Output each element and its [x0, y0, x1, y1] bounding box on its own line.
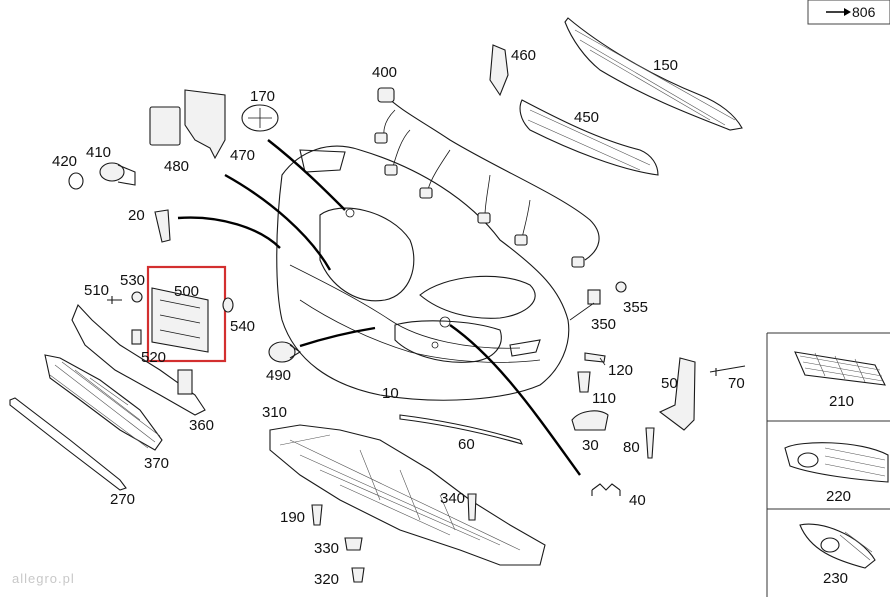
- bolt-190[interactable]: [311, 504, 323, 526]
- leader-arrow-170: [267, 139, 346, 211]
- highlight-box: [146, 265, 227, 363]
- variant-panel: [766, 332, 890, 597]
- bracket-20[interactable]: [154, 209, 171, 243]
- upper-grille-strip[interactable]: [564, 17, 743, 131]
- bolt-70[interactable]: [709, 365, 746, 376]
- part-label-270: 270: [110, 491, 135, 508]
- bracket-50[interactable]: [658, 357, 696, 431]
- part-label-470: 470: [230, 147, 255, 164]
- part-label-370: 370: [144, 455, 169, 472]
- part-label-30: 30: [582, 437, 599, 454]
- underbody-panel[interactable]: [269, 424, 546, 566]
- lower-crossmember[interactable]: [71, 303, 206, 416]
- part-label-20: 20: [128, 207, 145, 224]
- variant-210[interactable]: [794, 351, 886, 386]
- part-label-10: 10: [382, 385, 399, 402]
- chrome-trim-strip[interactable]: [519, 99, 659, 176]
- part-label-230: 230: [823, 570, 848, 587]
- screw-320[interactable]: [351, 567, 365, 583]
- side-bracket-460[interactable]: [489, 44, 509, 97]
- spring-clip-40[interactable]: [591, 483, 621, 496]
- bolt-120[interactable]: [584, 352, 606, 363]
- reference-arrow-icon: [844, 8, 851, 16]
- part-label-400: 400: [372, 64, 397, 81]
- emblem[interactable]: [241, 104, 279, 132]
- part-label-355: 355: [623, 299, 648, 316]
- part-label-500: 500: [174, 283, 199, 300]
- cap-30[interactable]: [571, 410, 609, 431]
- part-label-340: 340: [440, 490, 465, 507]
- part-label-70: 70: [728, 375, 745, 392]
- leader-arrow-470: [224, 173, 332, 271]
- leader-line-120: [599, 357, 606, 366]
- strip-60[interactable]: [399, 414, 524, 445]
- variant-230[interactable]: [799, 523, 876, 569]
- watermark: allegro.pl: [12, 571, 75, 586]
- leader-arrow-40: [449, 324, 581, 476]
- part-label-190: 190: [280, 509, 305, 526]
- part-label-350: 350: [591, 316, 616, 333]
- license-plate-bracket[interactable]: [151, 287, 209, 353]
- clip-350[interactable]: [587, 289, 601, 305]
- clip-540[interactable]: [222, 297, 234, 313]
- reference-label: 806: [852, 4, 876, 20]
- part-label-60: 60: [458, 436, 475, 453]
- leader-line-350: [569, 302, 595, 321]
- nut-355[interactable]: [615, 281, 627, 293]
- part-label-150: 150: [653, 57, 678, 74]
- part-label-490: 490: [266, 367, 291, 384]
- leader-arrow-490: [299, 326, 376, 348]
- part-label-80: 80: [623, 439, 640, 456]
- screw-510[interactable]: [107, 296, 122, 304]
- trim-strip[interactable]: [9, 397, 127, 491]
- variant-220[interactable]: [784, 442, 889, 483]
- bumper-cover[interactable]: [276, 145, 570, 401]
- part-label-40: 40: [629, 492, 646, 509]
- part-label-510: 510: [84, 282, 109, 299]
- part-label-210: 210: [829, 393, 854, 410]
- part-label-120: 120: [608, 362, 633, 379]
- part-label-320: 320: [314, 571, 339, 588]
- fastener-110[interactable]: [577, 371, 591, 393]
- bolt-340[interactable]: [467, 493, 477, 521]
- clip-530[interactable]: [131, 291, 143, 303]
- parking-sensor[interactable]: [99, 162, 136, 186]
- part-label-520: 520: [141, 349, 166, 366]
- sensor-ring[interactable]: [68, 172, 84, 190]
- reference-box[interactable]: 806: [807, 0, 890, 25]
- part-label-50: 50: [661, 375, 678, 392]
- part-label-330: 330: [314, 540, 339, 557]
- wiring-harness[interactable]: [374, 87, 600, 268]
- part-label-420: 420: [52, 153, 77, 170]
- part-label-360: 360: [189, 417, 214, 434]
- part-label-310: 310: [262, 404, 287, 421]
- pin-80[interactable]: [645, 427, 655, 459]
- part-label-530: 530: [120, 272, 145, 289]
- part-label-460: 460: [511, 47, 536, 64]
- clip-330[interactable]: [344, 537, 363, 551]
- part-label-410: 410: [86, 144, 111, 161]
- part-label-220: 220: [826, 488, 851, 505]
- leader-arrow-20: [177, 216, 281, 249]
- part-label-170: 170: [250, 88, 275, 105]
- lower-grille[interactable]: [44, 354, 163, 451]
- sensor-490[interactable]: [268, 341, 302, 363]
- part-label-450: 450: [574, 109, 599, 126]
- part-label-480: 480: [164, 158, 189, 175]
- part-label-110: 110: [592, 390, 616, 407]
- radar-sensor[interactable]: [149, 106, 181, 146]
- part-label-540: 540: [230, 318, 255, 335]
- radar-bracket[interactable]: [184, 89, 226, 160]
